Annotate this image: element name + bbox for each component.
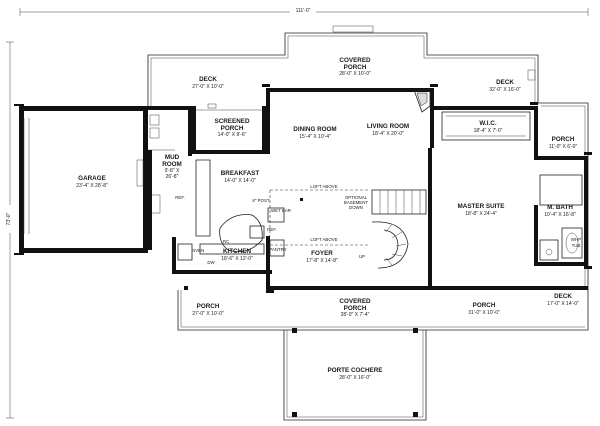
svg-text:LIVING ROOM: LIVING ROOM <box>367 123 409 130</box>
svg-text:27'-0" X 10'-0": 27'-0" X 10'-0" <box>192 311 224 317</box>
svg-text:PORCH: PORCH <box>344 305 367 312</box>
loft-lines <box>269 189 370 246</box>
svg-text:11'-0" X 6'-0": 11'-0" X 6'-0" <box>549 144 578 150</box>
pantry-label: PANTRY <box>269 247 286 252</box>
kitchen-counters <box>177 159 285 261</box>
room-covered-porch-front: COVERED PORCH 28'-0" X 7'-4" <box>339 298 371 318</box>
svg-text:28'-0" X 16'-0": 28'-0" X 16'-0" <box>339 375 371 381</box>
basement-label: DOWN <box>349 205 363 210</box>
svg-text:MASTER SUITE: MASTER SUITE <box>458 203 505 210</box>
svg-text:DINING ROOM: DINING ROOM <box>293 126 336 133</box>
room-master-bath: M. BATH 10'-4" X 16'-8" <box>544 204 576 218</box>
wet-bar-label: WET BAR <box>271 208 291 213</box>
oven-label: OVEN <box>192 248 204 253</box>
svg-text:14'-0" X 14'-0": 14'-0" X 14'-0" <box>224 178 256 184</box>
svg-text:18'-4" X 20'-0": 18'-4" X 20'-0" <box>372 131 404 137</box>
room-porch-right: PORCH 31'-0" X 10'-0" <box>468 302 500 316</box>
overall-depth-dimension: 73'-0" <box>4 41 16 419</box>
svg-text:PORCH: PORCH <box>552 136 575 143</box>
svg-text:SCREENED: SCREENED <box>215 118 250 125</box>
room-porte-cochere: PORTE COCHERE 28'-0" X 16'-0" <box>328 367 383 381</box>
room-master-suite: MASTER SUITE 18'-8" X 24'-4" <box>458 203 505 217</box>
loft-above-label: LOFT ABOVE <box>310 237 337 242</box>
whp-label: WHP <box>571 237 581 242</box>
room-living: LIVING ROOM 18'-4" X 20'-0" <box>367 123 409 137</box>
staircase <box>371 189 427 269</box>
basement-label: BASEMENT <box>344 200 368 205</box>
svg-text:28'-0" X 7'-4": 28'-0" X 7'-4" <box>341 312 370 318</box>
room-screened-porch: SCREENED PORCH 14'-0" X 9'-6" <box>215 118 250 138</box>
room-deck-left: DECK 27'-0" X 10'-0" <box>192 76 224 90</box>
ref-label: REF. <box>267 227 277 232</box>
room-porch-left: PORCH 27'-0" X 10'-0" <box>192 303 224 317</box>
room-breakfast: BREAKFAST 14'-0" X 14'-0" <box>221 170 260 184</box>
post-label: 8" POST <box>252 198 269 203</box>
garage-walls <box>14 104 148 255</box>
loft-above-label: LOFT ABOVE <box>310 184 337 189</box>
svg-text:DECK: DECK <box>554 293 572 300</box>
svg-text:27'-0" X 10'-0": 27'-0" X 10'-0" <box>192 84 224 90</box>
svg-text:10'-4" X 16'-8": 10'-4" X 16'-8" <box>544 212 576 218</box>
room-garage: GARAGE 23'-4" X 28'-8" <box>76 175 108 189</box>
svg-text:ROOM: ROOM <box>162 161 182 168</box>
fireplace <box>413 89 431 113</box>
room-foyer: FOYER 17'-8" X 14'-8" <box>306 250 338 264</box>
dw-label: DW <box>207 260 215 265</box>
basement-label: OPTIONAL <box>345 195 368 200</box>
svg-text:KITCHEN: KITCHEN <box>223 248 251 255</box>
svg-text:28'-0" X 10'-0": 28'-0" X 10'-0" <box>339 71 371 77</box>
svg-text:GARAGE: GARAGE <box>78 175 106 182</box>
up-label: UP <box>359 254 365 259</box>
room-kitchen: KITCHEN 18'-6" X 12'-0" <box>221 248 253 262</box>
svg-text:26'-8": 26'-8" <box>166 174 179 180</box>
room-porch-side: PORCH 11'-0" X 6'-0" <box>549 136 578 150</box>
svg-text:14'-0" X 9'-6": 14'-0" X 9'-6" <box>218 132 247 138</box>
svg-text:PORCH: PORCH <box>473 302 496 309</box>
ref-label: REF. <box>175 195 185 200</box>
room-mud-room: MUD ROOM 9'-8" X 26'-8" <box>162 154 182 180</box>
svg-text:M. BATH: M. BATH <box>547 204 573 211</box>
depth-label: 73'-0" <box>6 212 12 225</box>
room-covered-porch-rear: COVERED PORCH 28'-0" X 10'-0" <box>339 57 371 77</box>
svg-text:W.I.C.: W.I.C. <box>479 120 496 127</box>
overall-width-dimension: 111'-0" <box>19 5 589 16</box>
svg-text:PORTE COCHERE: PORTE COCHERE <box>328 367 383 374</box>
svg-text:DECK: DECK <box>199 76 217 83</box>
master-bath-fixtures <box>539 174 583 261</box>
wic-closet <box>441 111 531 141</box>
svg-text:15'-4" X 10'-4": 15'-4" X 10'-4" <box>299 134 331 140</box>
svg-text:18'-4" X 7'-0": 18'-4" X 7'-0" <box>474 128 503 134</box>
svg-text:32'-0" X 16'-0": 32'-0" X 16'-0" <box>489 87 521 93</box>
room-wic: W.I.C. 18'-4" X 7'-0" <box>474 120 503 134</box>
screened-porch-walls <box>192 103 266 154</box>
svg-text:17'-8" X 14'-8": 17'-8" X 14'-8" <box>306 258 338 264</box>
svg-text:PORCH: PORCH <box>197 303 220 310</box>
svg-text:COVERED: COVERED <box>339 57 371 64</box>
svg-text:9'-8" X: 9'-8" X <box>165 168 180 174</box>
side-porch-outline <box>538 102 589 290</box>
svg-text:31'-0" X 10'-0": 31'-0" X 10'-0" <box>468 310 500 316</box>
svg-text:MUD: MUD <box>165 154 180 161</box>
svg-text:DECK: DECK <box>496 79 514 86</box>
whp-label: TUB <box>572 243 581 248</box>
svg-text:18'-8" X 24'-4": 18'-8" X 24'-4" <box>465 211 497 217</box>
plan-annotations: LOFT ABOVE LOFT ABOVE OPTIONAL BASEMENT … <box>175 184 581 265</box>
room-deck-front: DECK 17'-0" X 14'-0" <box>547 293 579 307</box>
rear-deck-outline <box>147 25 539 108</box>
porch-posts <box>184 198 430 290</box>
svg-text:18'-6" X 12'-0": 18'-6" X 12'-0" <box>221 256 253 262</box>
svg-text:FOYER: FOYER <box>311 250 333 257</box>
room-dining: DINING ROOM 15'-4" X 10'-4" <box>293 126 336 140</box>
svg-text:BREAKFAST: BREAKFAST <box>221 170 260 177</box>
rc-label: RC <box>223 239 229 244</box>
room-deck-right: DECK 32'-0" X 16'-0" <box>489 79 521 93</box>
svg-text:COVERED: COVERED <box>339 298 371 305</box>
svg-text:17'-0" X 14'-0": 17'-0" X 14'-0" <box>547 301 579 307</box>
width-label: 111'-0" <box>296 8 311 14</box>
front-porch-outline <box>177 290 589 421</box>
svg-text:23'-4" X 28'-8": 23'-4" X 28'-8" <box>76 183 108 189</box>
svg-text:PORCH: PORCH <box>221 125 244 132</box>
svg-text:PORCH: PORCH <box>344 64 367 71</box>
